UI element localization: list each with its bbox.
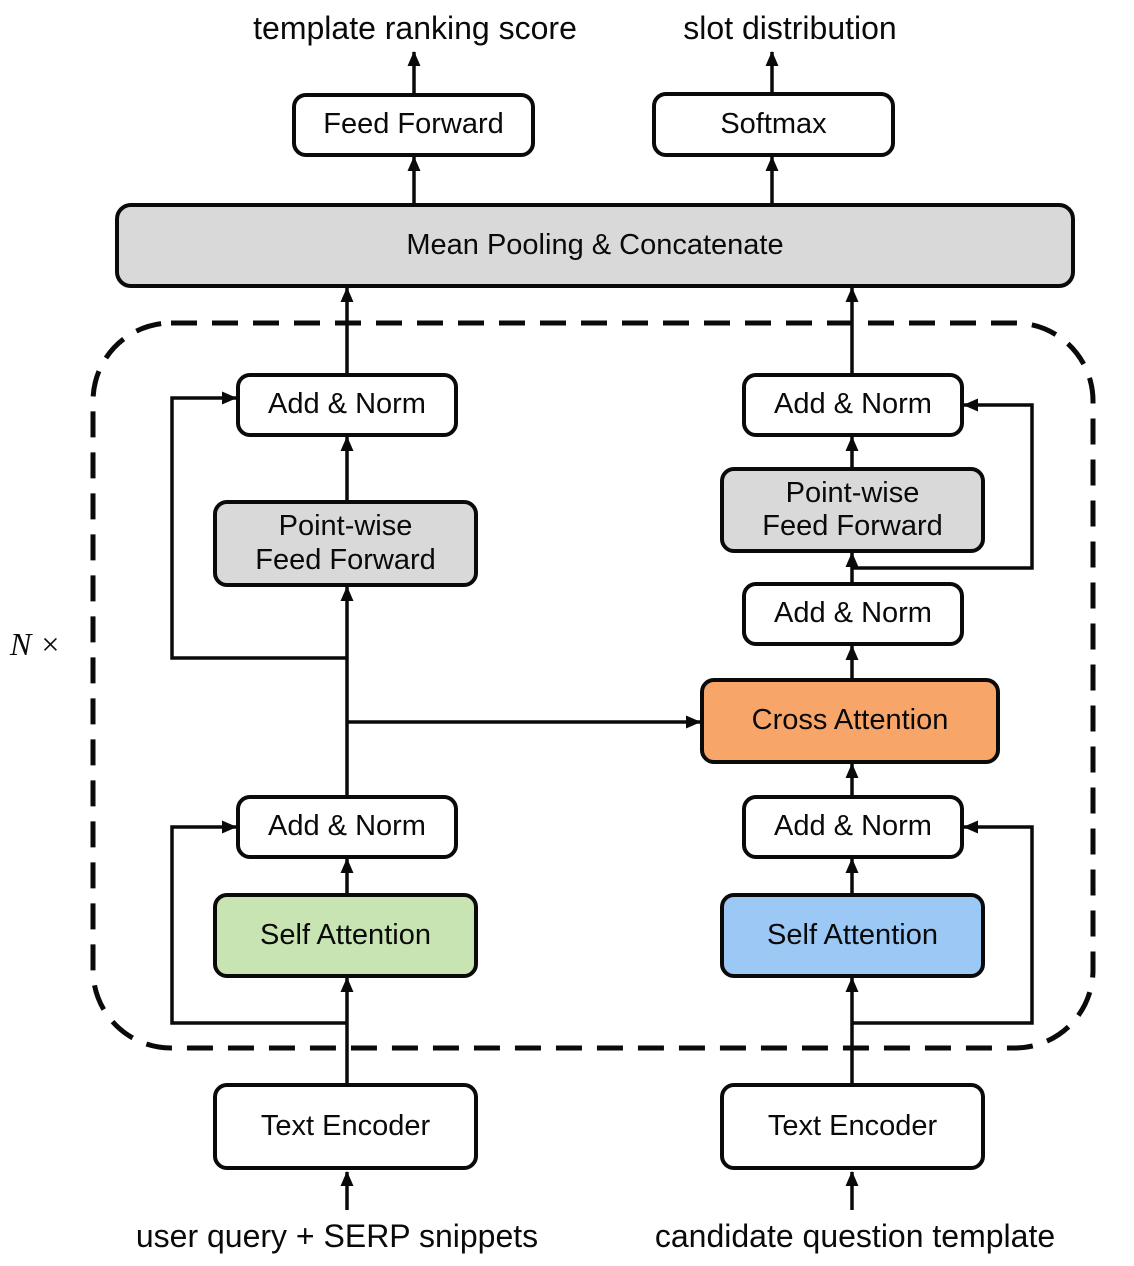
cross-attention-label: Cross Attention	[751, 704, 949, 737]
right-add-norm-top-label: Add & Norm	[774, 388, 932, 421]
feed-forward-head-label: Feed Forward	[323, 108, 504, 141]
repeat-block-dashed-border	[90, 320, 1096, 1051]
residual-left-lower	[170, 820, 347, 1025]
right-add-norm-top-box: Add & Norm	[742, 373, 964, 437]
left-add-norm-top-box: Add & Norm	[236, 373, 458, 437]
arrows	[170, 51, 1034, 1210]
right-add-norm-bottom-label: Add & Norm	[774, 810, 932, 843]
right-self-attention-box: Self Attention	[720, 893, 985, 978]
cross-attention-box: Cross Attention	[700, 678, 1000, 764]
residual-right-lower	[852, 820, 1034, 1025]
residual-right-upper	[852, 398, 1034, 570]
left-pointwise-label-line1: Point-wise	[278, 510, 413, 543]
left-add-norm-bottom-box: Add & Norm	[236, 795, 458, 859]
left-input-label: user query + SERP snippets	[135, 1218, 539, 1254]
slot-distribution-label: slot distribution	[683, 10, 897, 46]
repeat-count-label: N ×	[10, 626, 61, 662]
right-self-attention-label: Self Attention	[767, 918, 938, 951]
left-text-encoder-label: Text Encoder	[260, 1109, 431, 1142]
left-pointwise-feed-forward-box: Point-wise Feed Forward	[213, 500, 478, 587]
left-text-encoder-box: Text Encoder	[213, 1083, 478, 1170]
left-pointwise-label-line2: Feed Forward	[255, 543, 436, 576]
left-add-norm-bottom-label: Add & Norm	[268, 810, 426, 843]
mean-pooling-concatenate-label: Mean Pooling & Concatenate	[406, 228, 784, 261]
residual-left-upper	[170, 391, 347, 660]
right-text-encoder-label: Text Encoder	[767, 1109, 938, 1142]
right-text-encoder-box: Text Encoder	[720, 1083, 985, 1170]
right-pointwise-label-line1: Point-wise	[785, 476, 920, 509]
template-ranking-score-label: template ranking score	[253, 10, 577, 46]
softmax-box: Softmax	[652, 92, 895, 157]
right-pointwise-feed-forward-box: Point-wise Feed Forward	[720, 467, 985, 553]
left-add-norm-top-label: Add & Norm	[268, 388, 426, 421]
right-add-norm-bottom-box: Add & Norm	[742, 795, 964, 859]
right-input-label: candidate question template	[654, 1218, 1056, 1254]
mean-pooling-concatenate-box: Mean Pooling & Concatenate	[115, 203, 1075, 288]
left-self-attention-label: Self Attention	[260, 918, 431, 951]
right-pointwise-label-line2: Feed Forward	[762, 510, 943, 542]
left-self-attention-box: Self Attention	[213, 893, 478, 978]
right-add-norm-mid-label: Add & Norm	[774, 597, 932, 630]
feed-forward-head-box: Feed Forward	[292, 93, 535, 157]
softmax-label: Softmax	[720, 107, 827, 140]
right-add-norm-mid-box: Add & Norm	[742, 582, 964, 646]
